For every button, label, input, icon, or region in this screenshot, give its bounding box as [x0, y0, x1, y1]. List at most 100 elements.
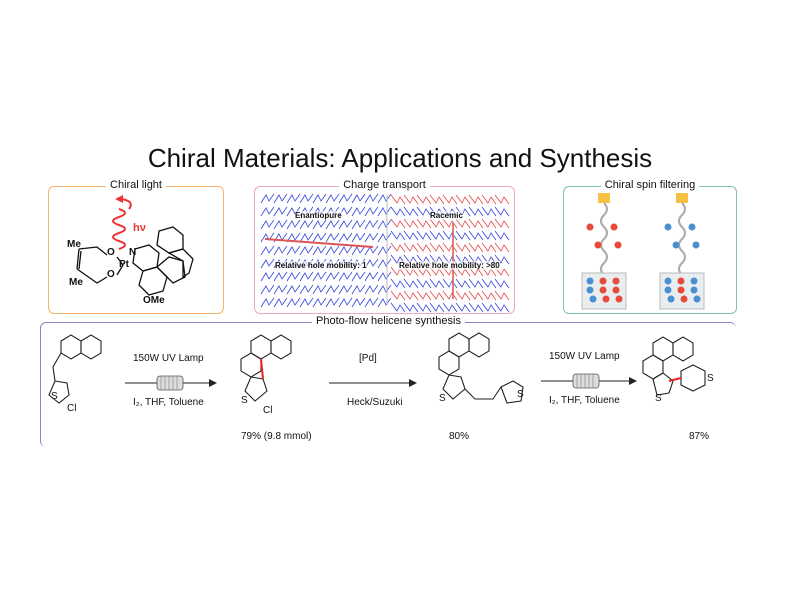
molecule-glyph [338, 245, 353, 256]
molecule-glyph [390, 302, 406, 313]
molecule-glyph [429, 194, 445, 205]
electron [602, 295, 610, 303]
molecule-glyph [494, 278, 510, 289]
molecule-glyph [416, 194, 432, 205]
molecule-glyph [364, 297, 379, 308]
molecule-glyph [442, 254, 458, 265]
molecule-glyph [299, 245, 314, 256]
helix-molecule [678, 202, 686, 276]
electron [672, 241, 680, 249]
molecule-glyph [286, 284, 301, 295]
electron [667, 295, 675, 303]
molecule-glyph [351, 232, 366, 243]
molecule-glyph [338, 193, 353, 204]
molecule-glyph [286, 271, 301, 282]
molecule-glyph [286, 193, 301, 204]
molecule-glyph [468, 254, 484, 265]
reaction-scheme [48, 332, 706, 404]
molecule-glyph [299, 297, 314, 308]
molecule-glyph [494, 254, 510, 265]
molecule-glyph [351, 206, 366, 217]
molecule-glyph [377, 232, 392, 243]
electron [677, 277, 685, 285]
molecule-glyph [494, 290, 510, 301]
molecule-glyph [403, 302, 419, 313]
molecule-glyph [299, 271, 314, 282]
yield-2: 80% [449, 431, 470, 442]
molecule-glyph [442, 290, 458, 301]
molecule-glyph [351, 219, 366, 230]
molecule-glyph [416, 278, 432, 289]
molecule-glyph [481, 218, 497, 229]
molecule-glyph [325, 245, 340, 256]
molecule-glyph [338, 271, 353, 282]
step2-conditions-above: [Pd] [359, 353, 377, 364]
molecule-glyph [429, 266, 445, 277]
molecule-glyph [403, 254, 419, 265]
atom-label: S [707, 373, 714, 384]
molecule-glyph [260, 271, 275, 282]
molecule-glyph [468, 218, 484, 229]
molecule-glyph [351, 271, 366, 282]
electron [664, 223, 672, 231]
electron [677, 286, 685, 294]
molecule-glyph [455, 290, 471, 301]
molecule-glyph [377, 193, 392, 204]
yield-3: 87% [689, 431, 710, 442]
molecule-glyph [442, 194, 458, 205]
molecule-glyph [377, 206, 392, 217]
molecule-glyph [260, 232, 275, 243]
molecule-glyph [364, 206, 379, 217]
molecule-glyph [299, 193, 314, 204]
electron [690, 286, 698, 294]
atom-label: Me [67, 239, 81, 250]
molecule-glyph [403, 242, 419, 253]
electron [693, 295, 701, 303]
atom-label: Pt [119, 259, 129, 270]
molecule-glyph [403, 194, 419, 205]
electron [614, 241, 622, 249]
molecule-glyph [429, 254, 445, 265]
molecule-glyph [390, 242, 406, 253]
helix-molecule [600, 202, 608, 276]
molecule-glyph [390, 290, 406, 301]
molecule-glyph [403, 266, 419, 277]
molecule-glyph [260, 219, 275, 230]
molecule-glyph [338, 219, 353, 230]
gold-electrode [676, 193, 688, 203]
molecule-glyph [442, 278, 458, 289]
molecule-glyph [377, 271, 392, 282]
molecule-glyph [494, 218, 510, 229]
molecular-packing-image [260, 193, 510, 313]
molecule-glyph [312, 284, 327, 295]
atom-label: O [107, 269, 115, 280]
panel-label: Charge transport [339, 179, 430, 191]
molecule-glyph [338, 232, 353, 243]
electron [664, 277, 672, 285]
atom-label: S [517, 389, 524, 400]
molecule-glyph [481, 194, 497, 205]
molecule-glyph [312, 193, 327, 204]
molecule-glyph [442, 302, 458, 313]
molecule-glyph [455, 242, 471, 253]
molecule-glyph [481, 278, 497, 289]
molecule-glyph [260, 284, 275, 295]
molecule-glyph [416, 242, 432, 253]
molecule-glyph [481, 254, 497, 265]
electron [612, 286, 620, 294]
electron [612, 277, 620, 285]
molecule-glyph [455, 230, 471, 241]
atom-label: Cl [263, 405, 273, 416]
transport-arrow [264, 238, 374, 248]
molecule-glyph [286, 297, 301, 308]
molecule-glyph [364, 271, 379, 282]
enantiopure-label: Enantiopure [295, 211, 342, 220]
molecule-glyph [273, 245, 288, 256]
atom-label: O [107, 247, 115, 258]
molecule-glyph [325, 219, 340, 230]
electron [586, 223, 594, 231]
molecule-glyph [273, 232, 288, 243]
molecule-glyph [429, 230, 445, 241]
molecule-glyph [455, 266, 471, 277]
